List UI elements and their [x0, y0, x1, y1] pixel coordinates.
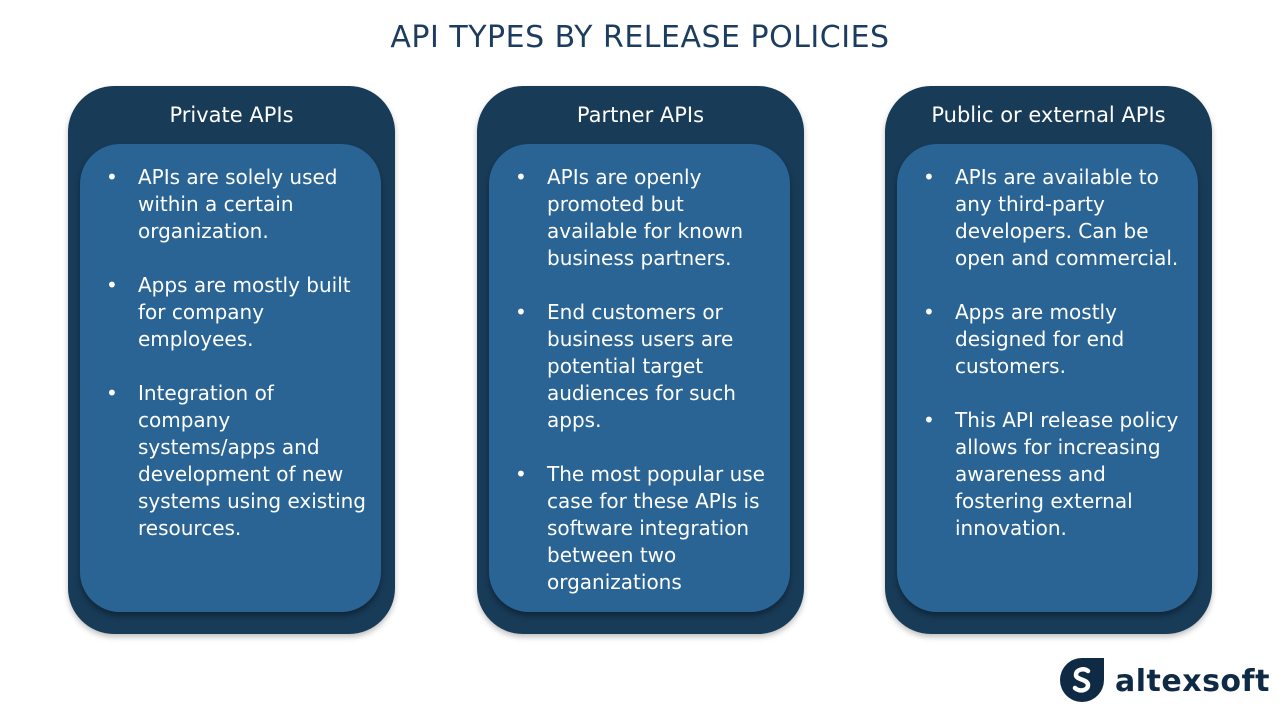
bullet-icon: • — [106, 381, 118, 405]
altexsoft-logo-icon — [1060, 658, 1104, 702]
bullet-list: • APIs are openly promoted but available … — [489, 144, 790, 596]
list-item-text: APIs are solely used within a certain or… — [138, 165, 338, 243]
card-private-apis: Private APIs • APIs are solely used withi… — [68, 86, 395, 634]
list-item-text: This API release policy allows for incre… — [955, 408, 1179, 540]
page-title: API TYPES BY RELEASE POLICIES — [390, 20, 890, 55]
list-item: • Apps are mostly built for company emplo… — [106, 272, 371, 353]
list-item: • APIs are solely used within a certain o… — [106, 164, 371, 245]
bullet-list: • APIs are available to any third-party d… — [897, 144, 1198, 542]
list-item-text: APIs are available to any third-party de… — [955, 165, 1179, 270]
card-partner-apis: Partner APIs • APIs are openly promoted b… — [477, 86, 804, 634]
bullet-icon: • — [106, 165, 118, 189]
card-title: Public or external APIs — [931, 103, 1166, 127]
list-item: • The most popular use case for these API… — [515, 461, 780, 596]
list-item-text: Integration of company systems/apps and … — [138, 381, 366, 540]
list-item-text: APIs are openly promoted but available f… — [547, 165, 744, 270]
bullet-icon: • — [515, 165, 527, 189]
card-title: Partner APIs — [576, 103, 705, 127]
list-item-text: The most popular use case for these APIs… — [547, 462, 765, 594]
list-item-text: End customers or business users are pote… — [547, 300, 736, 432]
bullet-icon: • — [515, 462, 527, 486]
list-item: • This API release policy allows for incr… — [923, 407, 1188, 542]
bullet-icon: • — [923, 408, 935, 432]
card-title: Private APIs — [169, 103, 294, 127]
list-item: • Integration of company systems/apps and… — [106, 380, 371, 542]
card-public-apis: Public or external APIs • APIs are availa… — [885, 86, 1212, 634]
list-item: • End customers or business users are pot… — [515, 299, 780, 434]
card-body: • APIs are available to any third-party d… — [897, 144, 1198, 612]
list-item: • APIs are available to any third-party d… — [923, 164, 1188, 272]
bullet-icon: • — [923, 300, 935, 324]
bullet-icon: • — [515, 300, 527, 324]
list-item-text: Apps are mostly built for company employ… — [138, 273, 351, 351]
bullet-icon: • — [923, 165, 935, 189]
logo-text: altexsoft — [1115, 664, 1270, 699]
list-item: • APIs are openly promoted but available … — [515, 164, 780, 272]
bullet-list: • APIs are solely used within a certain o… — [80, 144, 381, 542]
card-body: • APIs are solely used within a certain o… — [80, 144, 381, 612]
list-item: • Apps are mostly designed for end custom… — [923, 299, 1188, 380]
list-item-text: Apps are mostly designed for end custome… — [955, 300, 1125, 378]
card-body: • APIs are openly promoted but available … — [489, 144, 790, 612]
bullet-icon: • — [106, 273, 118, 297]
